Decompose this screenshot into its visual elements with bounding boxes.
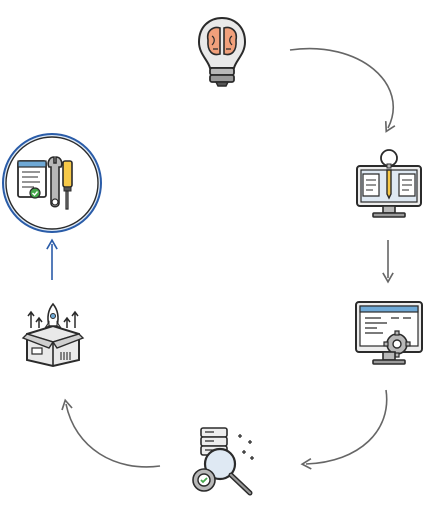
box-rocket-launch-icon: [21, 302, 85, 368]
tools-document-check-icon: [2, 133, 102, 233]
monitor-gear-code-icon: [355, 301, 423, 365]
arrow-idea-to-planning: [289, 47, 396, 133]
blueprint-monitor-icon: [356, 149, 422, 218]
arrow-testing-to-launch: [61, 398, 161, 468]
server-magnifier-gear-icon: [192, 427, 254, 496]
arrow-development-to-testing: [300, 389, 388, 470]
lightbulb-brain-icon: [197, 16, 247, 87]
